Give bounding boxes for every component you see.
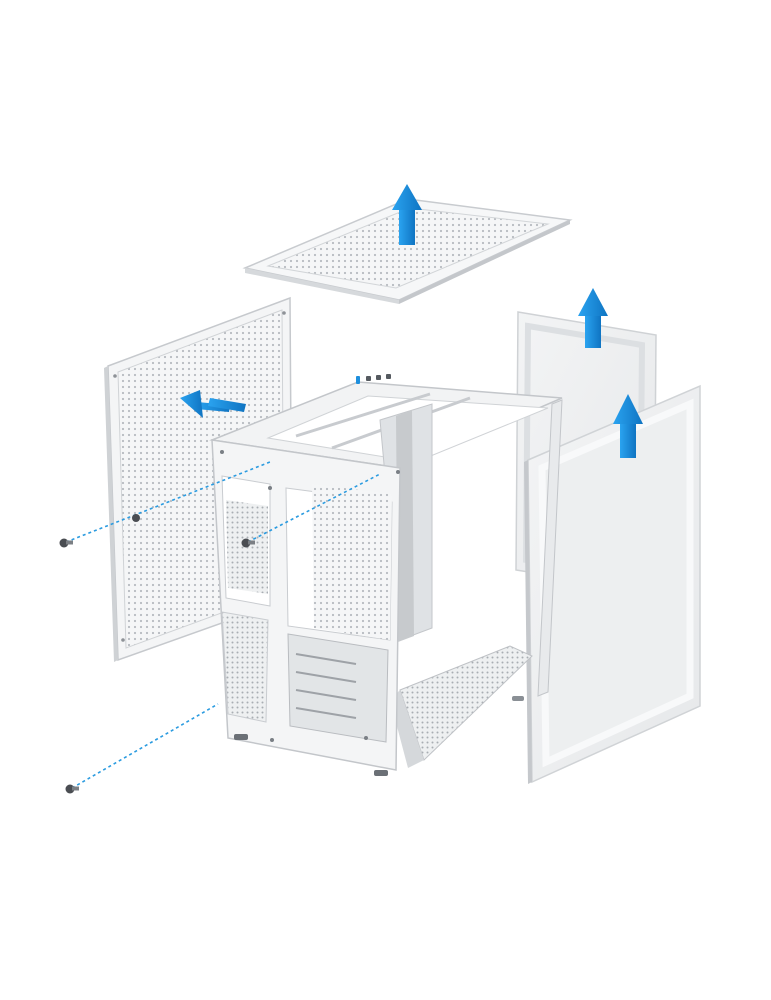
screw-guide-lines	[65, 461, 381, 789]
arrow-up-icon	[578, 288, 608, 348]
case-chassis	[209, 374, 563, 776]
thumbscrew-icon	[241, 538, 255, 548]
drive-bay-slots	[295, 653, 357, 719]
top-mesh-panel	[242, 198, 573, 304]
thumbscrew-icon	[59, 538, 73, 548]
arrow-up-icon	[613, 394, 643, 458]
arrow-right-icon	[180, 390, 246, 418]
thumbscrew-icon	[65, 784, 79, 794]
front-glass-panel	[524, 384, 701, 784]
thumbscrew-icon	[132, 514, 140, 522]
arrow-up-icon	[392, 184, 422, 245]
